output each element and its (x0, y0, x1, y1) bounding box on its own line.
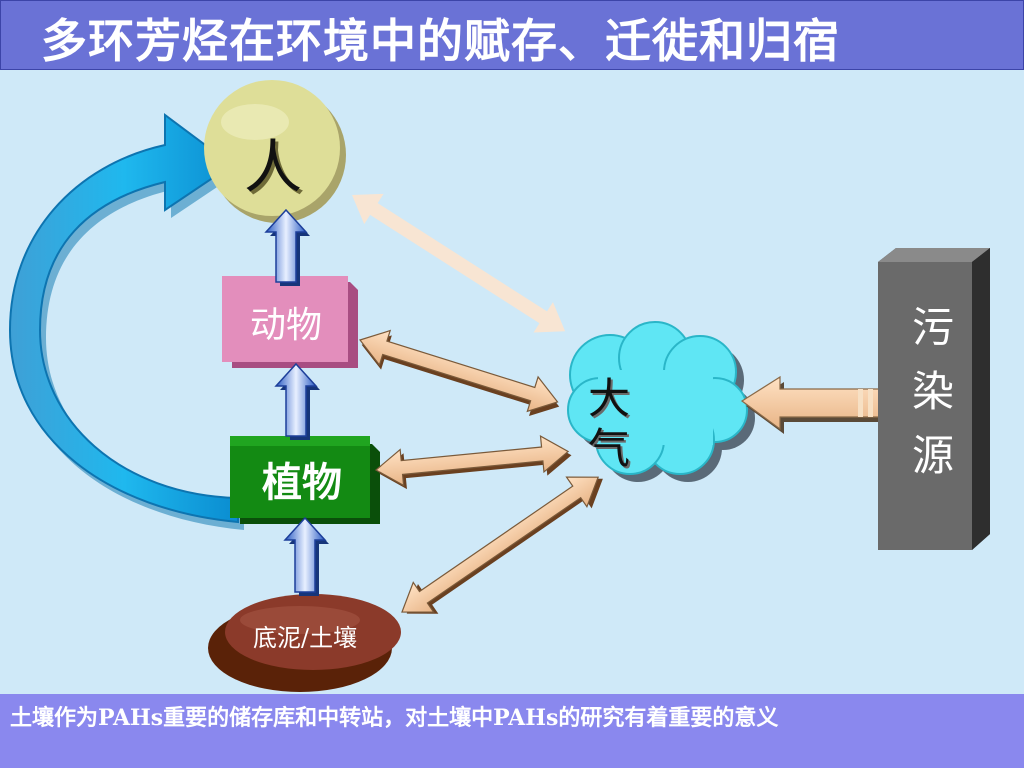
title-bar: 多环芳烃在环境中的赋存、迁徙和归宿 (0, 0, 1024, 70)
arrow-air-animal (358, 329, 560, 417)
diagram-canvas (8, 80, 990, 692)
plant-label: 植物 (262, 460, 342, 506)
up-arrow-soil-to-plant (283, 516, 329, 596)
air-label: 大气 (588, 374, 631, 473)
soil-node (208, 594, 401, 692)
pollution-source-block (878, 248, 990, 550)
human-node (204, 80, 346, 223)
page-title: 多环芳烃在环境中的赋存、迁徙和归宿 (41, 14, 840, 68)
feedback-curve-arrow (8, 113, 244, 530)
pollution-source-label: 污染源 (912, 303, 955, 480)
up-arrow-animal-to-human (264, 208, 310, 286)
footer-caption: 土壤作为PAHs重要的储存库和中转站，对土壤中PAHs的研究有着重要的意义 (10, 705, 779, 731)
air-cloud (567, 321, 755, 482)
arrow-air-human (352, 193, 566, 333)
up-arrow-plant-to-animal (274, 362, 320, 440)
arrow-air-soil (401, 476, 603, 614)
human-label: 人 (244, 133, 303, 201)
animal-label: 动物 (250, 305, 323, 346)
footer-bar: 土壤作为PAHs重要的储存库和中转站，对土壤中PAHs的研究有着重要的意义 (0, 694, 1024, 768)
plant-node (230, 436, 380, 524)
animal-node (222, 276, 358, 368)
arrow-source-to-air (740, 375, 894, 434)
soil-label: 底泥/土壤 (253, 624, 358, 652)
arrow-air-plant (374, 434, 572, 490)
